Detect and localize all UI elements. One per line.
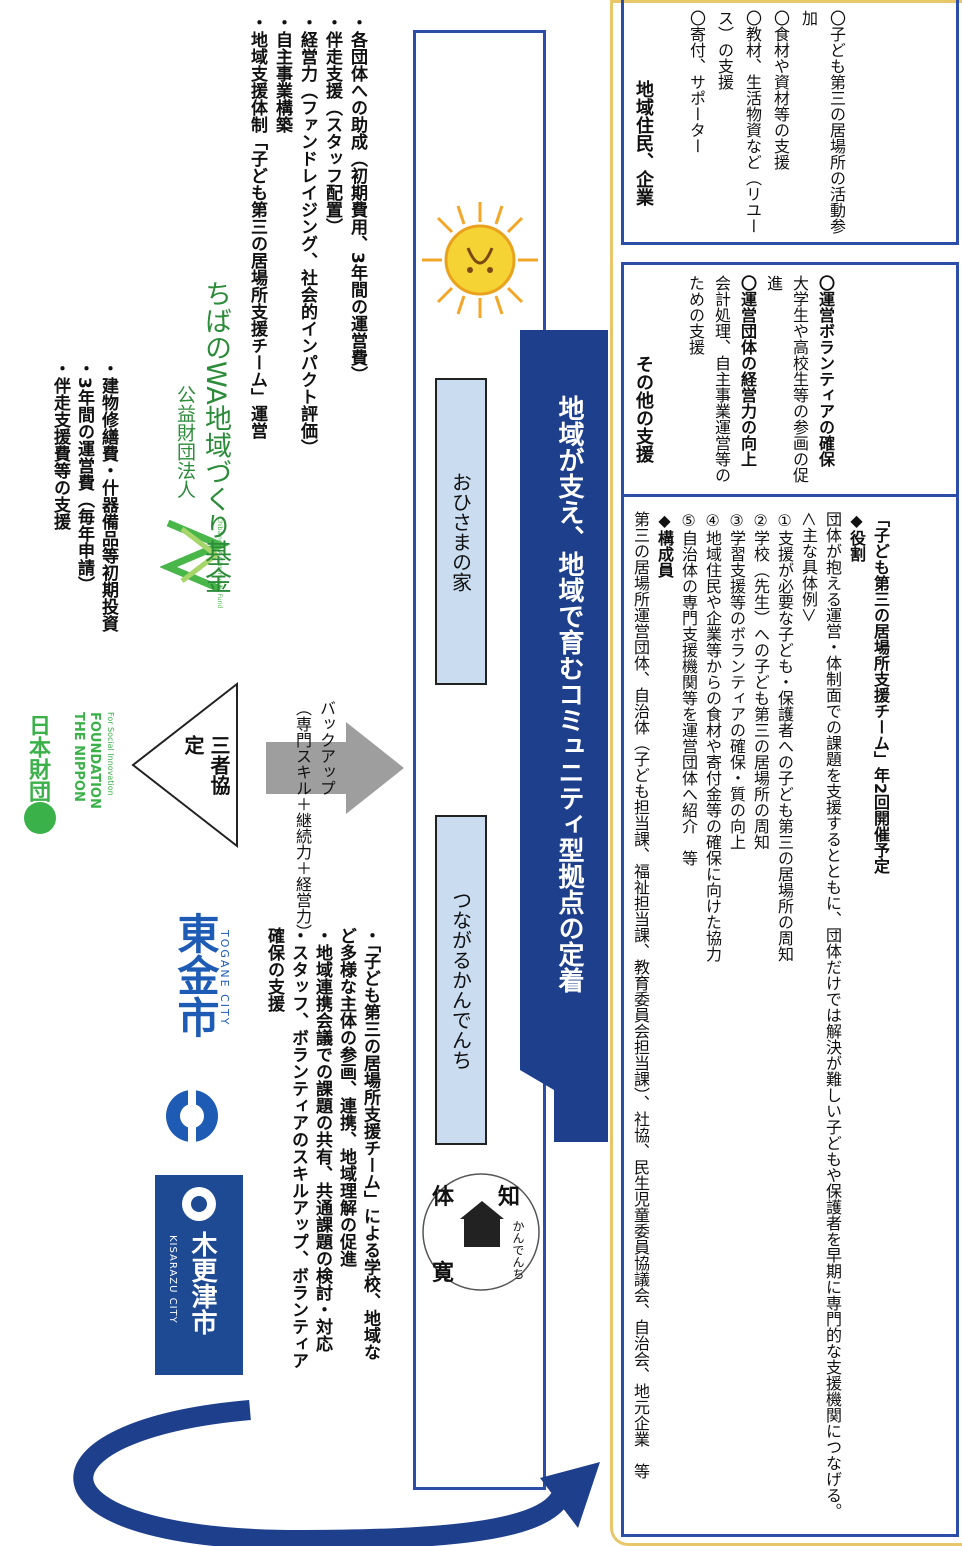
- team-members-text: 第三の居場所運営団体、自治体（子ども担当課、福祉担当課、教育委員会担当課）、社協…: [631, 511, 650, 1479]
- nippon-leaf-icon: [24, 802, 56, 834]
- team-title: 「子ども第三の居場所支援チーム」年2回開催予定: [871, 511, 890, 875]
- chiba-support-item: ・伴走支援（スタッフ配置）: [322, 14, 342, 235]
- chiba-wa-icon: [159, 519, 229, 593]
- place-ohisama-no-ie[interactable]: おひさまの家: [435, 378, 487, 685]
- kandenchi-word: かんでんち: [511, 1220, 525, 1280]
- backup-line2: （専門スキル＋継続力＋経営力）: [293, 700, 312, 940]
- chiba-support-item: ・自主事業構築: [272, 14, 292, 133]
- chiba-caption: Chiba no WA Community Fund: [216, 517, 223, 609]
- team-example-item: ④地域住民や企業等からの食材や寄付金等の確保に向けた協力: [703, 511, 722, 962]
- togane-en: TOGANE CITY: [218, 930, 231, 1027]
- banner-arrow-shape: [520, 330, 608, 1142]
- backup-arrow: [266, 722, 404, 814]
- team-example-item: ③学習支援等のボランティアの確保・質の向上: [727, 511, 746, 850]
- nippon-en1: THE NIPPON: [71, 712, 86, 802]
- support-team-content: 「子ども第三の居場所支援チーム」年2回開催予定 ◆役割 団体が抱える運営・体制面…: [628, 511, 892, 1521]
- other-item2-text: 会計処理、自主事業運営等のための支援: [686, 275, 731, 483]
- residents-title: 地域住民、企業: [633, 80, 654, 206]
- team-role-head: ◆役割: [847, 511, 866, 562]
- kisarazu-emblem-icon: [182, 1187, 216, 1221]
- backup-line1: バックアップ: [317, 700, 336, 796]
- togane-emblem-icon: [166, 1086, 218, 1146]
- team-role-text: 団体が抱える運営・体制面での課題を支援するとともに、団体だけでは解決が難しい子ど…: [823, 511, 842, 1519]
- team-example-item: ①支援が必要な子ども・保護者への子ども第三の居場所の周知: [775, 511, 794, 962]
- agreement-label: 三者協定: [181, 735, 231, 795]
- nippon-jp: 日本財団: [25, 714, 50, 802]
- togane-logo: 東金市 TOGANE CITY: [160, 900, 240, 1165]
- chiba-support-list: ・各団体への助成（初期費用、3年間の運営費） ・伴走支援（スタッフ配置） ・経営…: [244, 14, 369, 514]
- chiba-org-small: 公益財団法人: [174, 385, 196, 499]
- team-members-head: ◆構成員: [655, 511, 674, 578]
- residents-list: 〇子ども第三の居場所の活動参加 〇食材や資材等の支援 〇教材、生活物資など（リユ…: [682, 10, 850, 240]
- agreement-triangle: [131, 681, 238, 849]
- other-item2-head: 〇運営団体の経営力の向上: [738, 275, 757, 467]
- residents-item: 〇子ども第三の居場所の活動参加: [799, 10, 846, 234]
- other-support-box: その他の支援 〇運営ボランティアの確保 大学生や高校生等の参画の促進 〇運営団体…: [621, 262, 959, 497]
- sun-icon: [422, 202, 538, 318]
- residents-item: 〇教材、生活物資など（リユース）の支援: [715, 10, 762, 234]
- nippon-support-item: ・3年間の運営費（毎年申請）: [74, 360, 94, 593]
- support-team-box: 「子ども第三の居場所支援チーム」年2回開催予定 ◆役割 団体が抱える運営・体制面…: [621, 497, 959, 1537]
- banner-text: 地域が支え、地域で育むコミュニティ型拠点の定着: [554, 395, 584, 993]
- team-example-item: ⑤自治体の専門支援機関等を運営団体へ紹介 等: [679, 511, 698, 866]
- nippon-support-item: ・伴走支援費等の支援: [50, 360, 70, 530]
- residents-box: 地域住民、企業 〇子ども第三の居場所の活動参加 〇食材や資材等の支援 〇教材、生…: [621, 0, 959, 245]
- other-item1-head: 〇運営ボランティアの確保: [816, 275, 835, 467]
- residents-item: 〇寄付、サポーター: [687, 10, 706, 154]
- chiba-org-name: ちばのWA地域づくり基金: [200, 280, 231, 594]
- kandenchi-char-1: 体: [432, 1185, 455, 1210]
- kisarazu-name: 木更津市: [187, 1231, 217, 1335]
- nippon-en2: FOUNDATION: [87, 712, 102, 809]
- other-support-list: 〇運営ボランティアの確保 大学生や高校生等の参画の促進 〇運営団体の経営力の向上…: [682, 275, 838, 490]
- nippon-tag: For Social Innovation: [106, 712, 115, 796]
- kisarazu-en: KISARAZU CITY: [167, 1235, 178, 1324]
- team-examples-head: ＜主な具体例＞: [799, 511, 818, 624]
- city-support-item: ・「子ども第三の居場所支援チーム」による学校、地域など多様な主体の参画、連携、地…: [336, 927, 380, 1361]
- nippon-support-item: ・建物修繕費・什器備品等初期投資: [98, 360, 118, 632]
- backup-label: バックアップ （専門スキル＋継続力＋経営力）: [290, 700, 338, 940]
- togane-name: 東金市: [171, 912, 220, 1038]
- chiba-support-item: ・各団体への助成（初期費用、3年間の運営費）: [347, 14, 367, 383]
- city-support-item: ・スタッフ、ボランティアのスキルアップ、ボランティア確保の支援: [264, 927, 308, 1369]
- place2-label: おひさまの家: [448, 471, 473, 592]
- residents-item: 〇食材や資材等の支援: [771, 10, 790, 170]
- chiba-fund-logo: Chiba no WA Community Fund: [159, 515, 230, 610]
- nippon-support-list: ・建物修繕費・什器備品等初期投資 ・3年間の運営費（毎年申請） ・伴走支援費等の…: [48, 360, 120, 690]
- team-example-item: ②学校（先生）への子ども第三の居場所の周知: [751, 511, 770, 850]
- place-tsunagaru-kandenchi[interactable]: つながるかんでんち: [435, 815, 487, 1145]
- place1-label: つながるかんでんち: [448, 890, 473, 1070]
- nippon-foundation-logo: 日本財団 THE NIPPON FOUNDATION For Social In…: [8, 710, 128, 850]
- chiba-support-item: ・経営力（ファンドレイジング、社会的インパクト評価）: [297, 14, 317, 456]
- chiba-support-item: ・地域支援体制「子ども第三の居場所支援チーム」運営: [247, 14, 267, 439]
- city-support-list: ・「子ども第三の居場所支援チーム」による学校、地域など多様な主体の参画、連携、地…: [262, 927, 382, 1377]
- kisarazu-logo: 木更津市 KISARAZU CITY: [155, 1175, 243, 1375]
- other-support-title: その他の支援: [633, 355, 654, 463]
- city-support-item: ・地域連携会議での課題の共有、共通課題の検討・対応: [312, 927, 332, 1352]
- bottom-support-panel: [610, 0, 962, 1546]
- curved-arrow: [73, 1400, 600, 1546]
- other-item1-text: 大学生や高校生等の参画の促進: [764, 275, 809, 483]
- kandenchi-char-3: 寛: [432, 1261, 455, 1286]
- kandenchi-logo: 体 知 寛 かんでんち: [420, 1165, 542, 1300]
- kandenchi-char-2: 知: [498, 1185, 521, 1210]
